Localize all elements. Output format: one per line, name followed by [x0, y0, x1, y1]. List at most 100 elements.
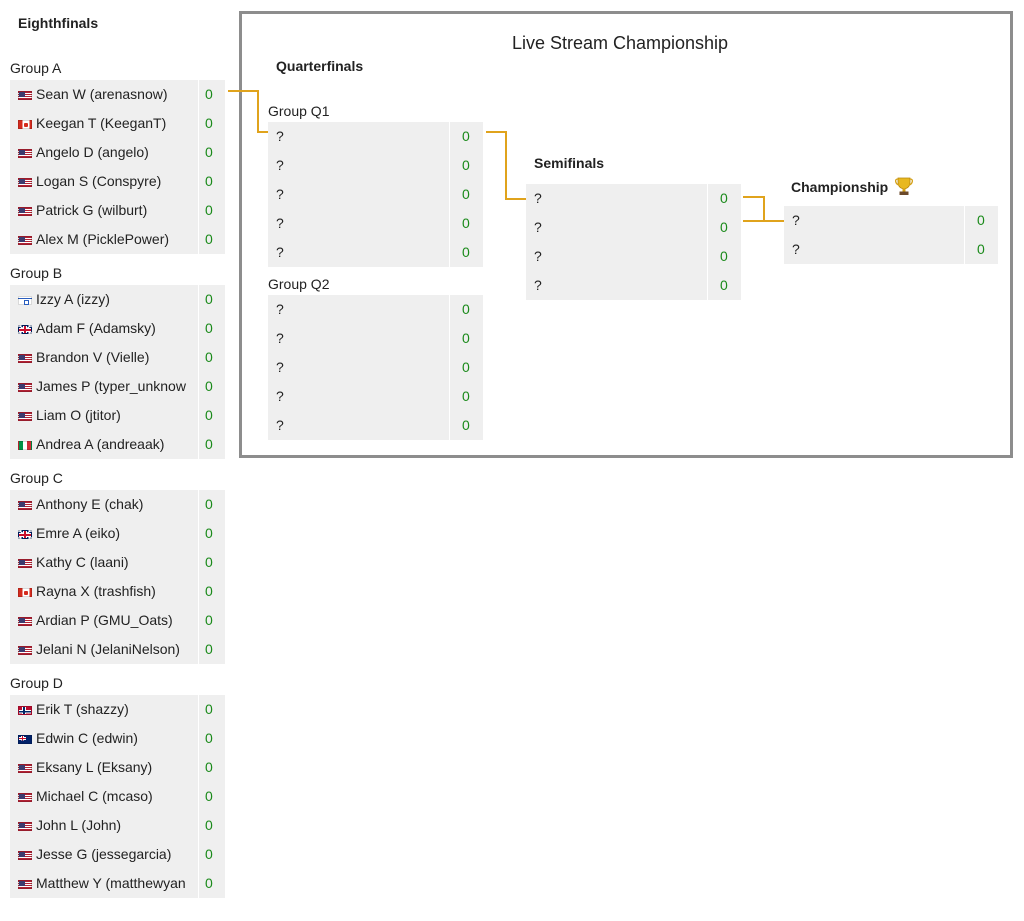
bracket-slot-row: ?0 — [526, 271, 741, 300]
flag-us-icon — [18, 383, 32, 392]
player-name: ? — [276, 382, 447, 411]
player-name-text: ? — [792, 241, 800, 257]
score-divider — [198, 635, 199, 664]
quarterfinals-title: Quarterfinals — [276, 58, 364, 74]
bracket-slot-row: ?0 — [268, 295, 483, 324]
score-value: 0 — [205, 525, 213, 541]
score-value: 0 — [205, 846, 213, 862]
score-value: 0 — [205, 641, 213, 657]
score-value: 0 — [462, 388, 470, 404]
player-name-text: Izzy A (izzy) — [36, 291, 110, 307]
player-name: Angelo D (angelo) — [18, 138, 196, 167]
player-name-text: Logan S (Conspyre) — [36, 173, 162, 189]
player-name: Izzy A (izzy) — [18, 285, 196, 314]
score-divider — [198, 372, 199, 401]
score-divider — [198, 869, 199, 898]
score-value: 0 — [205, 496, 213, 512]
player-name-text: ? — [276, 157, 284, 173]
player-name: Anthony E (chak) — [18, 490, 196, 519]
score-value: 0 — [205, 788, 213, 804]
flag-us-icon — [18, 501, 32, 510]
player-row: Eksany L (Eksany)0 — [10, 753, 225, 782]
player-name-text: Adam F (Adamsky) — [36, 320, 156, 336]
score-divider — [198, 430, 199, 459]
score-divider — [707, 242, 708, 271]
player-name-text: Rayna X (trashfish) — [36, 583, 156, 599]
semifinals-title: Semifinals — [534, 155, 605, 171]
bracket-slot-row: ?0 — [268, 411, 483, 440]
score-value: 0 — [205, 202, 213, 218]
score-divider — [198, 225, 199, 254]
player-row: Alex M (PicklePower)0 — [10, 225, 225, 254]
player-name: ? — [276, 411, 447, 440]
flag-us-icon — [18, 764, 32, 773]
player-name: Liam O (jtitor) — [18, 401, 196, 430]
player-name: ? — [534, 184, 705, 213]
score-divider — [198, 490, 199, 519]
flag-us-icon — [18, 149, 32, 158]
flag-us-icon — [18, 617, 32, 626]
player-name-text: Andrea A (andreaak) — [36, 436, 165, 452]
group-a-card: Sean W (arenasnow) 0 Keegan T (KeeganT) 0 An… — [10, 80, 225, 254]
player-name-text: ? — [276, 215, 284, 231]
player-name-text: ? — [276, 186, 284, 202]
bracket-slot-row: ?0 — [268, 180, 483, 209]
player-row: Rayna X (trashfish) 0 — [10, 577, 225, 606]
flag-us-icon — [18, 880, 32, 889]
score-value: 0 — [205, 320, 213, 336]
player-name-text: Alex M (PicklePower) — [36, 231, 170, 247]
score-value: 0 — [205, 173, 213, 189]
bracket-slot-row: ?0 — [268, 353, 483, 382]
score-value: 0 — [462, 330, 470, 346]
score-value: 0 — [977, 212, 985, 228]
player-name: Alex M (PicklePower) — [18, 225, 196, 254]
bracket-slot-row: ?0 — [784, 206, 998, 235]
player-name: Jesse G (jessegarcia) — [18, 840, 196, 869]
score-value: 0 — [462, 157, 470, 173]
score-value: 0 — [977, 241, 985, 257]
flag-nz-icon — [18, 735, 32, 744]
player-name: ? — [276, 353, 447, 382]
score-divider — [707, 184, 708, 213]
player-name-text: Liam O (jtitor) — [36, 407, 121, 423]
player-name: Erik T (shazzy) — [18, 695, 196, 724]
score-value: 0 — [205, 144, 213, 160]
player-row: Jelani N (JelaniNelson)0 — [10, 635, 225, 664]
bracket-slot-row: ?0 — [268, 209, 483, 238]
player-name: Andrea A (andreaak) — [18, 430, 196, 459]
player-name: Logan S (Conspyre) — [18, 167, 196, 196]
player-name: ? — [534, 242, 705, 271]
score-value: 0 — [205, 291, 213, 307]
score-value: 0 — [205, 583, 213, 599]
championship-label: Championship — [791, 179, 889, 195]
bracket-slot-row: ?0 — [268, 382, 483, 411]
player-name: ? — [534, 213, 705, 242]
player-name-text: Jesse G (jessegarcia) — [36, 846, 172, 862]
championship-title: Championship — [791, 176, 914, 196]
score-value: 0 — [462, 186, 470, 202]
player-name: ? — [792, 206, 962, 235]
player-name-text: ? — [534, 190, 542, 206]
trophy-icon — [895, 177, 914, 195]
player-row: Andrea A (andreaak)0 — [10, 430, 225, 459]
score-value: 0 — [720, 219, 728, 235]
player-name: Keegan T (KeeganT) — [18, 109, 196, 138]
flag-ca-icon — [18, 120, 32, 129]
score-divider — [198, 548, 199, 577]
score-divider — [198, 811, 199, 840]
score-divider — [198, 401, 199, 430]
score-divider — [198, 343, 199, 372]
group-a-label: Group A — [10, 60, 62, 76]
flag-gb-icon — [18, 325, 32, 334]
score-value: 0 — [462, 417, 470, 433]
score-divider — [198, 314, 199, 343]
flag-us-icon — [18, 822, 32, 831]
player-name-text: Ardian P (GMU_Oats) — [36, 612, 173, 628]
player-row: Anthony E (chak) 0 — [10, 490, 225, 519]
bracket-title: Live Stream Championship — [511, 33, 729, 53]
player-name: Sean W (arenasnow) — [18, 80, 196, 109]
score-value: 0 — [205, 730, 213, 746]
bracket-slot-row: ?0 — [526, 213, 741, 242]
score-divider — [198, 196, 199, 225]
